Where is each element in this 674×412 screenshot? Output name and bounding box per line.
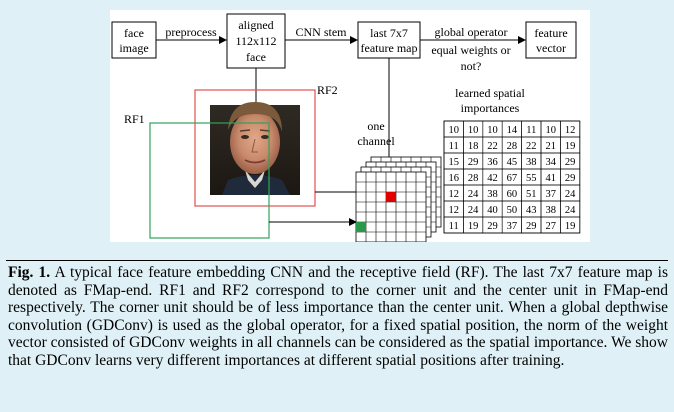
importance-value: 38 [487,189,498,200]
importance-value: 11 [449,141,459,152]
importance-value: 12 [448,205,459,216]
importance-value: 29 [526,221,537,232]
importance-value: 24 [565,189,576,200]
importance-value: 18 [468,141,479,152]
feature-map-label-2: feature map [361,41,418,55]
center-unit [386,192,396,202]
pipeline-diagram: face image aligned 112x112 face last 7x7… [111,13,581,242]
importance-value: 16 [448,173,459,184]
global-operator-label-2: equal weights or [431,43,510,57]
global-operator-label-1: global operator [435,25,508,39]
importance-value: 40 [487,205,498,216]
importance-value: 19 [565,141,576,152]
channel-layer [355,171,427,242]
rf2-label: RF2 [317,83,338,97]
face-photo [210,102,300,195]
importance-value: 28 [507,141,518,152]
importance-value: 11 [526,125,536,136]
face-image-label-1: face [124,26,144,40]
importance-value: 14 [507,125,518,136]
importance-title-1: learned spatial [455,86,525,100]
aligned-face-box: aligned 112x112 face [226,13,286,69]
importance-value: 21 [545,141,556,152]
importance-value: 24 [565,205,576,216]
global-operator-label-3: not? [461,59,482,73]
importance-value: 10 [545,125,556,136]
one-channel-label-2: channel [357,134,395,148]
importance-value: 60 [507,189,518,200]
importance-value: 43 [526,205,537,216]
importance-value: 15 [448,157,459,168]
importance-value: 34 [545,157,556,168]
importance-value: 42 [487,173,498,184]
importance-value: 50 [507,205,518,216]
importance-value: 10 [448,125,459,136]
rf1-label: RF1 [124,112,145,126]
face-image-label-2: image [119,41,148,55]
importance-value: 29 [565,157,576,168]
importance-value: 11 [449,221,459,232]
importance-value: 29 [487,221,498,232]
importance-title-2: importances [461,101,520,115]
importance-value: 29 [468,157,479,168]
feature-vector-box: feature vector [525,21,577,59]
importance-value: 12 [448,189,459,200]
aligned-face-label-3: face [246,50,266,64]
importance-value: 37 [545,189,556,200]
importance-value: 24 [468,189,479,200]
importance-value: 41 [545,173,556,184]
importance-value: 67 [507,173,518,184]
face-image-box: face image [111,21,157,59]
rf1-box [149,122,270,239]
aligned-face-label-2: 112x112 [235,34,276,48]
importance-value: 19 [565,221,576,232]
caption-text: A typical face feature embedding CNN and… [8,264,668,369]
aligned-face-label-1: aligned [238,18,273,32]
importance-value: 27 [545,221,556,232]
importance-value: 37 [507,221,518,232]
feature-vector-label-2: vector [536,41,566,55]
importance-value: 22 [487,141,498,152]
importance-cell [560,216,581,234]
preprocess-label: preprocess [165,25,217,39]
importance-value: 51 [526,189,537,200]
feature-map-label-1: last 7x7 [370,26,408,40]
figure-caption: Fig. 1. A typical face feature embedding… [8,264,668,370]
figure-panel: face image aligned 112x112 face last 7x7… [110,10,590,242]
importance-value: 55 [526,173,537,184]
importance-value: 12 [565,125,576,136]
rf2-box [194,89,316,207]
feature-map-box: last 7x7 feature map [357,21,421,59]
importance-value: 45 [507,157,518,168]
importance-value: 22 [526,141,537,152]
importance-value: 36 [487,157,498,168]
feature-vector-label-1: feature [534,26,567,40]
cnn-stem-label: CNN stem [296,25,348,39]
caption-rule [6,260,668,261]
importance-value: 28 [468,173,479,184]
importance-value: 38 [526,157,537,168]
importance-value: 10 [487,125,498,136]
channel-grid [355,156,442,242]
importance-value: 10 [468,125,479,136]
one-channel-label-1: one [367,119,384,133]
corner-unit [356,222,366,232]
importance-value: 24 [468,205,479,216]
importance-value: 38 [545,205,556,216]
importance-value: 29 [565,173,576,184]
importance-table: 10 10 10 14 11 10 12 11 18 22 28 22 21 19 15 29 36 45 38 34… [443,120,581,234]
importance-value: 19 [468,221,479,232]
caption-label: Fig. 1. [8,264,51,281]
